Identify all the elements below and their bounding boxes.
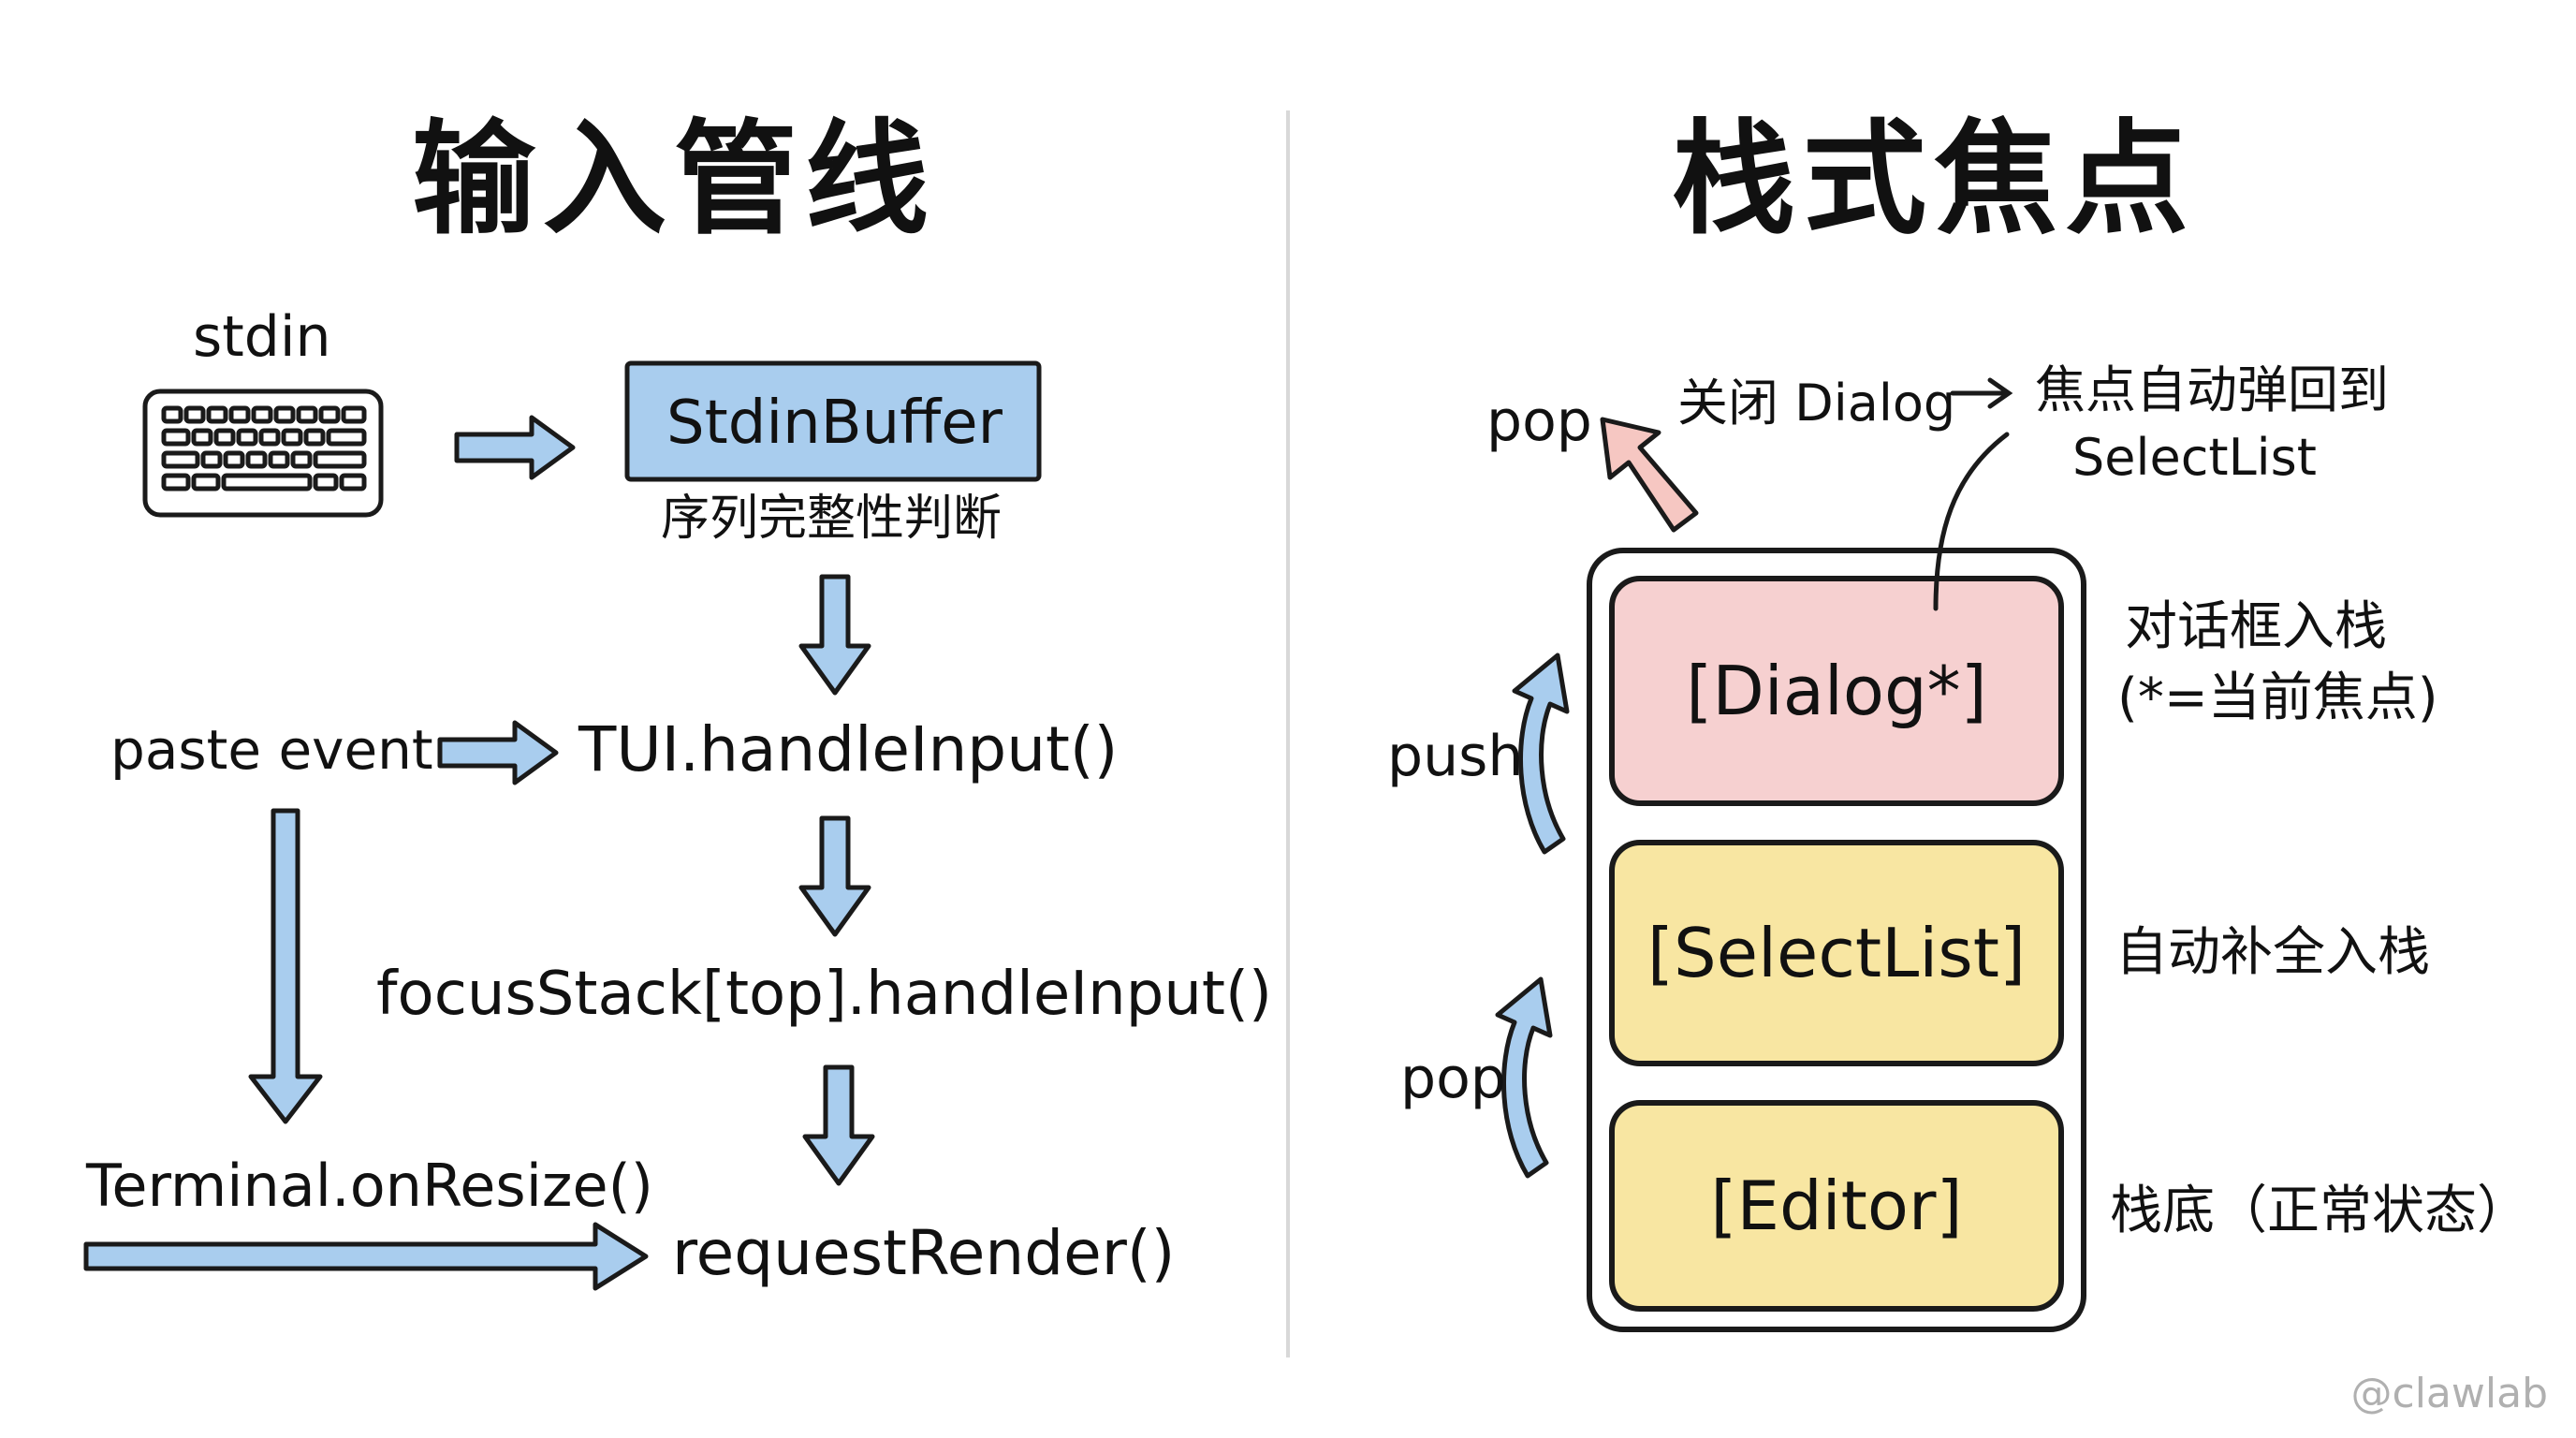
arrow-resize-to-requestrender [83, 1222, 649, 1291]
pop-top-label: pop [1486, 389, 1592, 454]
stack-item-editor-label: [Editor] [1710, 1167, 1963, 1245]
arrow-buffer-to-handleinput [798, 574, 871, 696]
left-panel-title: 输入管线 [412, 108, 936, 252]
stack-item-selectlist-label: [SelectList] [1647, 914, 2027, 992]
pop-mid-label: pop [1400, 1046, 1506, 1111]
stack-item-dialog [1609, 576, 2064, 806]
focus-return-line1: 焦点自动弹回到 [2035, 360, 2389, 419]
paste-event-label: paste event [110, 718, 433, 782]
stack-dialog-note-line1: 对话框入栈 [2125, 596, 2387, 657]
stack-editor-note: 栈底（正常状态） [2110, 1181, 2529, 1241]
right-panel-title: 栈式焦点 [1672, 108, 2196, 252]
stack-item-dialog-label: [Dialog*] [1686, 652, 1987, 730]
arrow-close-to-focus [1950, 377, 2013, 409]
stack-selectlist-note: 自动补全入栈 [2115, 922, 2430, 983]
request-render-label: requestRender() [672, 1217, 1176, 1289]
handle-input-label: TUI.handleInput() [578, 713, 1119, 785]
arrow-focusstack-to-requestrender [802, 1064, 875, 1186]
watermark: @clawlab [2350, 1370, 2548, 1417]
arrow-handleinput-to-focusstack [798, 815, 871, 937]
stack-item-editor [1609, 1100, 2064, 1312]
arrow-pop-mid [1495, 976, 1553, 1179]
terminal-resize-label: Terminal.onResize() [86, 1152, 653, 1220]
stack-dialog-note-line2: (*=当前焦点) [2117, 668, 2438, 728]
stdin-buffer-label: StdinBuffer [666, 389, 1003, 458]
focus-return-connector [1933, 432, 2010, 611]
focus-stack-input-label: focusStack[top].handleInput() [376, 960, 1272, 1029]
arrow-paste-to-handleinput [437, 720, 559, 785]
keyboard-icon [142, 389, 384, 518]
stdin-buffer-note: 序列完整性判断 [661, 491, 1003, 547]
arrow-push [1512, 653, 1570, 855]
arrow-pop-top [1600, 417, 1699, 533]
stdin-label: stdin [193, 304, 331, 370]
arrow-paste-down [248, 808, 323, 1124]
close-dialog-note: 关闭 Dialog [1677, 374, 1956, 433]
stack-item-selectlist [1609, 840, 2064, 1066]
stdin-buffer-box [624, 360, 1042, 482]
push-label: push [1387, 724, 1524, 789]
arrow-stdin-to-buffer [454, 415, 576, 480]
focus-return-line2: SelectList [2072, 428, 2317, 487]
